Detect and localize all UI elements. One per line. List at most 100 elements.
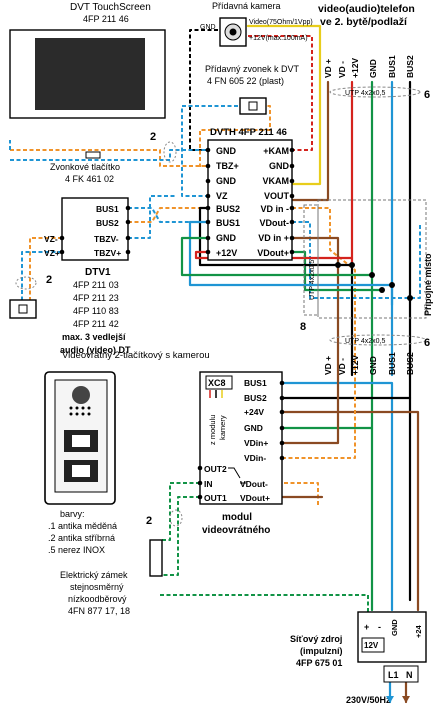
wire-dtv1-vz xyxy=(29,237,62,300)
wire-lock-in xyxy=(160,482,200,541)
touchscreen-screen xyxy=(35,38,145,110)
dvth-left-pins: GND TBZ+ GND VZ BUS2 BUS1 GND +12V xyxy=(216,146,240,258)
dtv1-pin-bus2: BUS2 xyxy=(96,218,119,228)
wire-bus-vdplus-top xyxy=(290,80,330,202)
wire-dvth-gnd xyxy=(180,236,374,277)
wire-mod-24v xyxy=(280,410,420,612)
psu-12v: 12V xyxy=(364,641,379,650)
wires xyxy=(9,24,421,704)
doorstation-camera-icon xyxy=(72,386,90,404)
wire-camera-video xyxy=(246,24,322,186)
wire-dtv1-tbzv xyxy=(128,195,176,239)
module-right-pin-0: BUS1 xyxy=(244,378,267,388)
videophone-title-1: video(audio)telefon xyxy=(318,3,415,15)
module-side-2: kamery xyxy=(218,415,227,440)
number-2-c: 2 xyxy=(146,515,152,527)
dvth-right-pin-0: +KAM xyxy=(263,146,289,156)
colors-item-0: .1 antika měděná xyxy=(48,521,117,531)
wire-mod-vdin-plus xyxy=(280,373,340,445)
module-left-pin-0: OUT2 xyxy=(204,464,227,474)
bus-top-label-3: GND xyxy=(368,59,378,78)
module-box xyxy=(199,371,283,505)
touchscreen-title: DVT TouchScreen xyxy=(70,2,151,13)
doorstation-title: Videovrátný 2-tlačítkový s kamerou xyxy=(62,350,210,361)
wire-camera-power xyxy=(248,35,313,151)
module-right-pin-1: BUS2 xyxy=(244,393,267,403)
lock-line-1: stejnosměrný xyxy=(70,582,124,592)
module-left-pin-1: IN xyxy=(204,479,213,489)
touchscreen-code: 4FP 211 46 xyxy=(83,14,129,24)
module-left-pin-2: OUT1 xyxy=(204,493,227,503)
number-6-top: 6 xyxy=(424,89,430,101)
dtv1-pin-vzminus: VZ- xyxy=(44,234,58,244)
bus-top-label-4: BUS1 xyxy=(387,55,397,78)
dvth-left-pin-7: +12V xyxy=(216,248,237,258)
camera-power-label: +12V(max.100mA) xyxy=(249,35,308,42)
dvth-right-pin-1: GND xyxy=(269,161,290,171)
psu-terminal-3: +24 xyxy=(414,624,423,638)
module-right-pins: BUS1 BUS2 +24V GND VDin+ VDin- xyxy=(244,378,268,463)
bus-top-labels: VD + VD - +12V GND BUS1 BUS2 xyxy=(323,55,415,78)
lock-line-0: Elektrický zámek xyxy=(60,570,128,580)
dvth-title: DVTH 4FP 211 46 xyxy=(210,127,287,138)
dvth-left-pin-5: BUS1 xyxy=(216,218,240,228)
module-title-2: videovrátného xyxy=(202,525,270,536)
bus-top-label-0: VD + xyxy=(323,59,333,78)
utp-bottom-label: UTP 4x2x0,5 xyxy=(345,338,385,345)
module-xc8-label: XC8 xyxy=(208,378,226,388)
module-left-pins: OUT2 IN OUT1 xyxy=(204,464,227,503)
module-right-pin-4: VDin+ xyxy=(244,438,268,448)
colors-item-2: .5 nerez INOX xyxy=(48,545,105,555)
bell-icon xyxy=(248,101,258,111)
camera-video-label: Video(75Ohm/1Vpp) xyxy=(249,19,313,26)
dtv1-box xyxy=(61,197,129,261)
wire-vdin-plus xyxy=(290,236,340,377)
module-relay-switch-icon xyxy=(228,467,246,484)
dvth-left-pin-3: VZ xyxy=(216,191,228,201)
psu-title-2: (impulzní) xyxy=(300,646,343,656)
dtv1-pin-vzplus: VZ+ xyxy=(44,248,60,258)
psu-mains-box xyxy=(383,665,419,683)
arrow-down-icon-2 xyxy=(402,696,410,703)
bell-code: 4 FN 605 22 (plast) xyxy=(207,76,284,86)
psu-code: 4FP 675 01 xyxy=(296,658,342,668)
wire-lock-psu xyxy=(160,594,369,612)
wire-dvth-bus1 xyxy=(188,220,394,377)
bell-title: Přídavný zvonek k DVT xyxy=(205,64,300,74)
dvth-left-pin-4: BUS2 xyxy=(216,204,240,214)
doorbell-button-icon xyxy=(85,151,101,159)
bus-mid-label-4: BUS1 xyxy=(387,352,397,375)
dtv1-title: DTV1 xyxy=(85,267,111,278)
psu-terminal-1: - xyxy=(378,622,381,632)
dvth-terminal-dots xyxy=(205,147,295,255)
dtv1-code-0: 4FP 211 03 xyxy=(73,280,119,290)
dtv1-pin-tbzvminus: TBZV- xyxy=(94,234,119,244)
dvth-right-pin-7: VDout+ xyxy=(257,248,289,258)
module-right-pin-2: +24V xyxy=(244,407,264,417)
dtv1-code-2: 4FP 110 83 xyxy=(73,306,119,316)
dtv1-pin-tbzvplus: TBZV+ xyxy=(94,248,121,258)
junction-label: Připojné místo xyxy=(423,253,433,316)
module-title-1: modul xyxy=(222,512,252,523)
arrow-down-icon xyxy=(386,696,394,703)
psu-terminals: + - GND +24 xyxy=(364,619,423,638)
lock-icon xyxy=(149,539,163,577)
dvth-right-pins: +KAM GND VKAM VOUT VD in - VDout- VD in … xyxy=(257,146,289,258)
dvth-left-pin-2: GND xyxy=(216,176,237,186)
lock-line-2: nízkoodběrový xyxy=(68,594,127,604)
number-2-a: 2 xyxy=(150,131,156,143)
junction-dots xyxy=(335,262,413,301)
number-2-b: 2 xyxy=(46,274,52,286)
camera-gnd-label: GND xyxy=(200,24,216,31)
dtv1-note-1: max. 3 vedlejší xyxy=(62,332,126,342)
module-xc8-wires xyxy=(209,390,223,398)
psu-title-1: Síťový zdroj xyxy=(290,634,342,644)
dtv1-code-3: 4FP 211 42 xyxy=(73,319,119,329)
psu-box xyxy=(357,611,427,663)
module-vout-pin-0: VDout- xyxy=(240,479,268,489)
wire-button-orange xyxy=(10,149,208,167)
utp-top-label: UTP 4x2x0,5 xyxy=(345,90,385,97)
doorstation-panel xyxy=(44,371,116,505)
lock-line-3: 4FN 877 17, 18 xyxy=(68,606,130,616)
